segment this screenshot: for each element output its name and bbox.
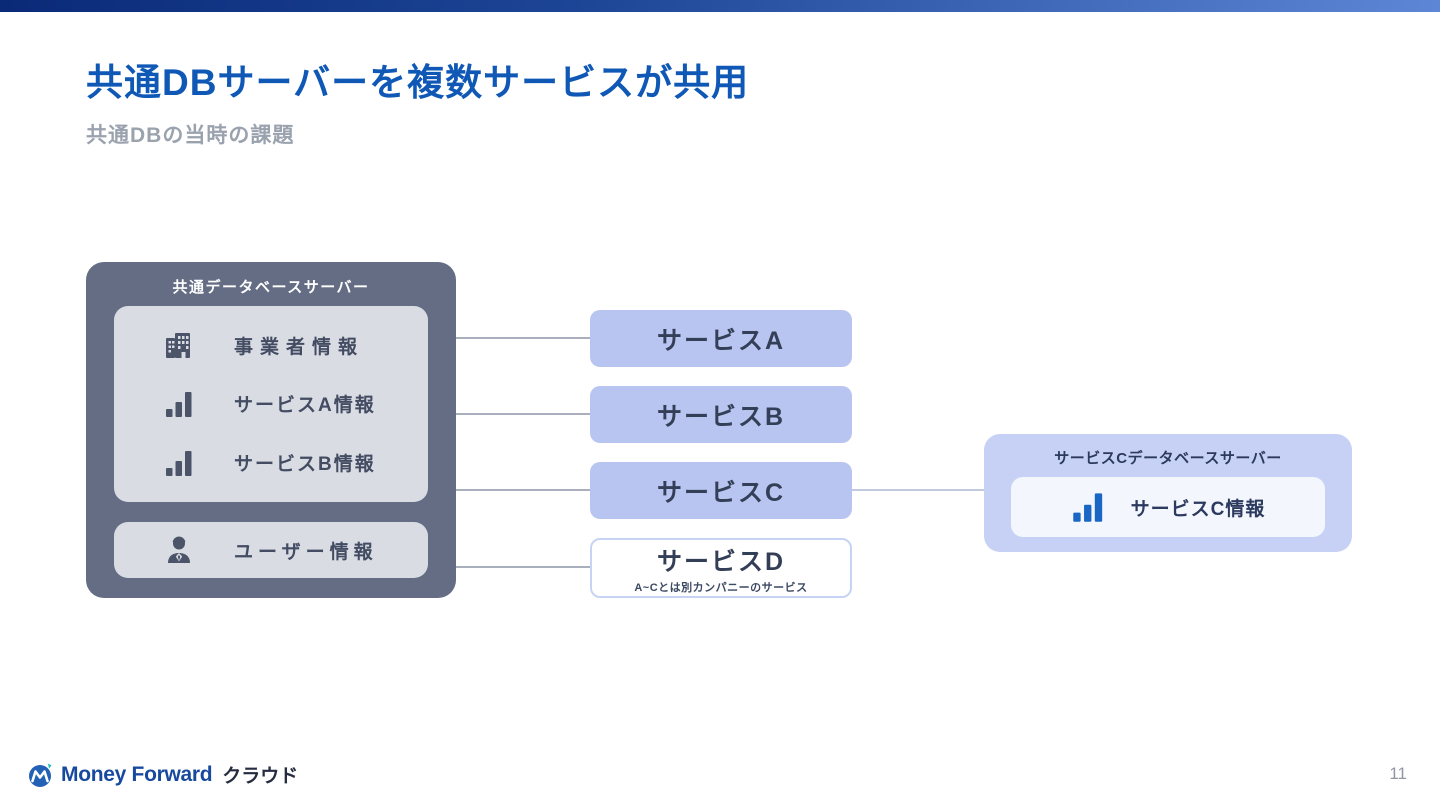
user-data-panel: ユーザー情報 bbox=[114, 522, 428, 578]
service-c-info-item: サービスC情報 bbox=[1011, 477, 1325, 537]
connector-service-c-to-db bbox=[852, 489, 984, 491]
service-b-box: サービスB bbox=[590, 386, 852, 443]
user-item-label: ユーザー情報 bbox=[234, 541, 378, 563]
user-icon bbox=[162, 533, 196, 567]
data-row-business-info: 事業者情報 bbox=[114, 328, 428, 362]
service-c-box: サービスC bbox=[590, 462, 852, 519]
page-title: 共通DBサーバーを複数サービスが共用 bbox=[86, 62, 750, 103]
logo-cloud-suffix: クラウド bbox=[222, 766, 299, 787]
service-a-box: サービスA bbox=[590, 310, 852, 367]
data-item-label: 事業者情報 bbox=[234, 336, 365, 358]
service-a-label: サービスA bbox=[656, 326, 786, 355]
data-item-label: サービスA情報 bbox=[234, 395, 376, 417]
money-forward-wordmark: Money Forward bbox=[61, 762, 213, 786]
service-c-db-server-box: サービスCデータベースサーバー サービスC情報 bbox=[984, 434, 1352, 552]
page-subtitle: 共通DBの当時の課題 bbox=[86, 124, 295, 147]
connector-service-d bbox=[456, 566, 590, 568]
bar-chart-icon bbox=[162, 387, 196, 421]
service-d-label: サービスD bbox=[656, 547, 786, 576]
data-row-user-info: ユーザー情報 bbox=[114, 533, 378, 567]
bar-chart-icon bbox=[1071, 490, 1105, 524]
connector-service-b bbox=[456, 413, 590, 415]
connector-service-a bbox=[456, 337, 590, 339]
service-c-db-server-title: サービスCデータベースサーバー bbox=[1054, 450, 1282, 467]
bar-chart-icon bbox=[162, 446, 196, 480]
top-accent-bar bbox=[0, 0, 1440, 12]
building-icon bbox=[162, 328, 196, 362]
service-c-label: サービスC bbox=[656, 478, 786, 507]
service-b-label: サービスB bbox=[656, 402, 786, 431]
money-forward-logo: Money Forward クラウド bbox=[28, 761, 298, 788]
data-item-label: サービスB情報 bbox=[234, 454, 376, 476]
data-row-service-a-info: サービスA情報 bbox=[114, 387, 428, 421]
service-c-info-label: サービスC情報 bbox=[1130, 498, 1266, 520]
service-d-caption: A~Cとは別カンパニーのサービス bbox=[634, 581, 808, 594]
connector-service-c bbox=[456, 489, 590, 491]
data-row-service-b-info: サービスB情報 bbox=[114, 446, 428, 480]
page-number: 11 bbox=[1389, 764, 1407, 783]
money-forward-logo-icon bbox=[28, 762, 54, 788]
shared-db-server-box: 共通データベースサーバー 事業者情報 bbox=[86, 262, 456, 598]
service-d-box: サービスD A~Cとは別カンパニーのサービス bbox=[590, 538, 852, 598]
business-data-panel: 事業者情報 サービスA情報 bbox=[114, 306, 428, 502]
shared-db-server-title: 共通データベースサーバー bbox=[172, 279, 370, 296]
